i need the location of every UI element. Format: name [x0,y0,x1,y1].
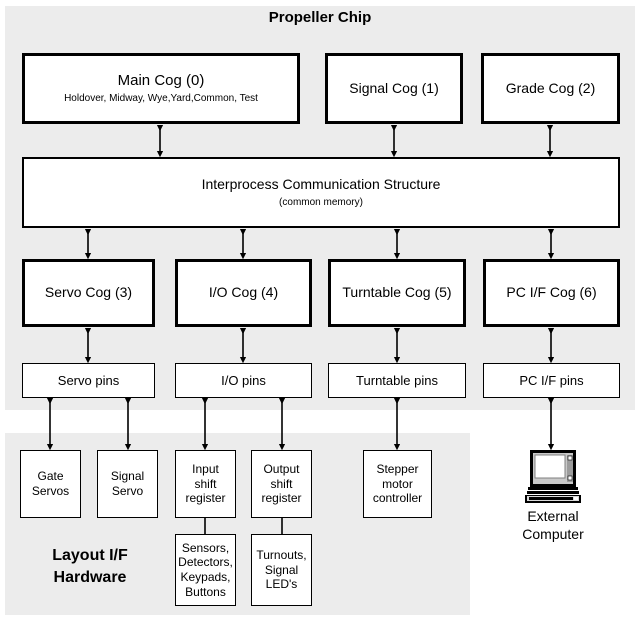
signal-servo-label: Signal Servo [110,469,145,498]
box-stepper-motor-controller[interactable]: Stepper motor controller [363,450,432,518]
box-sensors-detectors[interactable]: Sensors, Detectors, Keypads, Buttons [175,534,236,606]
input-shift-register-label: Input shift register [185,462,226,506]
box-turnouts-signal-leds[interactable]: Turnouts, Signal LED's [251,534,312,606]
gate-servos-label: Gate Servos [31,469,70,498]
external-computer-label-line2: Computer [522,525,584,542]
turntable-cog-label: Turntable Cog (5) [342,284,452,301]
layout-hardware-title-line2: Hardware [53,568,127,586]
page-title: Propeller Chip [268,9,372,26]
box-gate-servos[interactable]: Gate Servos [20,450,81,518]
pcif-pins-label: PC I/F pins [519,372,584,388]
box-servo-cog[interactable]: Servo Cog (3) [22,259,155,327]
layout-hardware-title-line1: Layout I/F [52,547,128,564]
box-pcif-cog[interactable]: PC I/F Cog (6) [483,259,620,327]
box-output-shift-register[interactable]: Output shift register [251,450,312,518]
box-pcif-pins[interactable]: PC I/F pins [483,363,620,398]
ipc-sublabel: (common memory) [279,196,363,208]
box-turntable-pins[interactable]: Turntable pins [328,363,466,398]
sensors-detectors-label: Sensors, Detectors, Keypads, Buttons [178,540,233,599]
box-servo-pins[interactable]: Servo pins [22,363,155,398]
box-turntable-cog[interactable]: Turntable Cog (5) [328,259,466,327]
signal-cog-label: Signal Cog (1) [349,79,439,96]
external-computer-label: External Computer [493,508,613,543]
main-cog-label: Main Cog (0) [117,71,205,89]
servo-pins-label: Servo pins [57,372,120,388]
box-signal-cog[interactable]: Signal Cog (1) [325,53,463,124]
pcif-cog-label: PC I/F Cog (6) [506,284,597,301]
external-computer-label-line1: External [527,508,579,524]
servo-cog-label: Servo Cog (3) [44,284,133,301]
main-cog-sublabel: Holdover, Midway, Wye,Yard,Common, Test [64,93,258,105]
box-io-pins[interactable]: I/O pins [175,363,312,398]
box-input-shift-register[interactable]: Input shift register [175,450,236,518]
grade-cog-label: Grade Cog (2) [505,79,596,96]
layout-hardware-title: Layout I/F Hardware [20,545,160,588]
io-pins-label: I/O pins [221,372,266,388]
box-grade-cog[interactable]: Grade Cog (2) [481,53,620,124]
turntable-pins-label: Turntable pins [356,372,438,388]
box-main-cog[interactable]: Main Cog (0) Holdover, Midway, Wye,Yard,… [22,53,300,124]
ipc-label: Interprocess Communication Structure [201,175,441,192]
stepper-motor-controller-label: Stepper motor controller [372,462,423,506]
computer-icon [522,450,584,505]
box-ipc-structure[interactable]: Interprocess Communication Structure (co… [22,157,620,228]
io-cog-label: I/O Cog (4) [208,284,279,301]
output-shift-register-label: Output shift register [261,462,302,506]
box-io-cog[interactable]: I/O Cog (4) [175,259,312,327]
box-signal-servo[interactable]: Signal Servo [97,450,158,518]
turnouts-signal-leds-label: Turnouts, Signal LED's [256,548,307,592]
